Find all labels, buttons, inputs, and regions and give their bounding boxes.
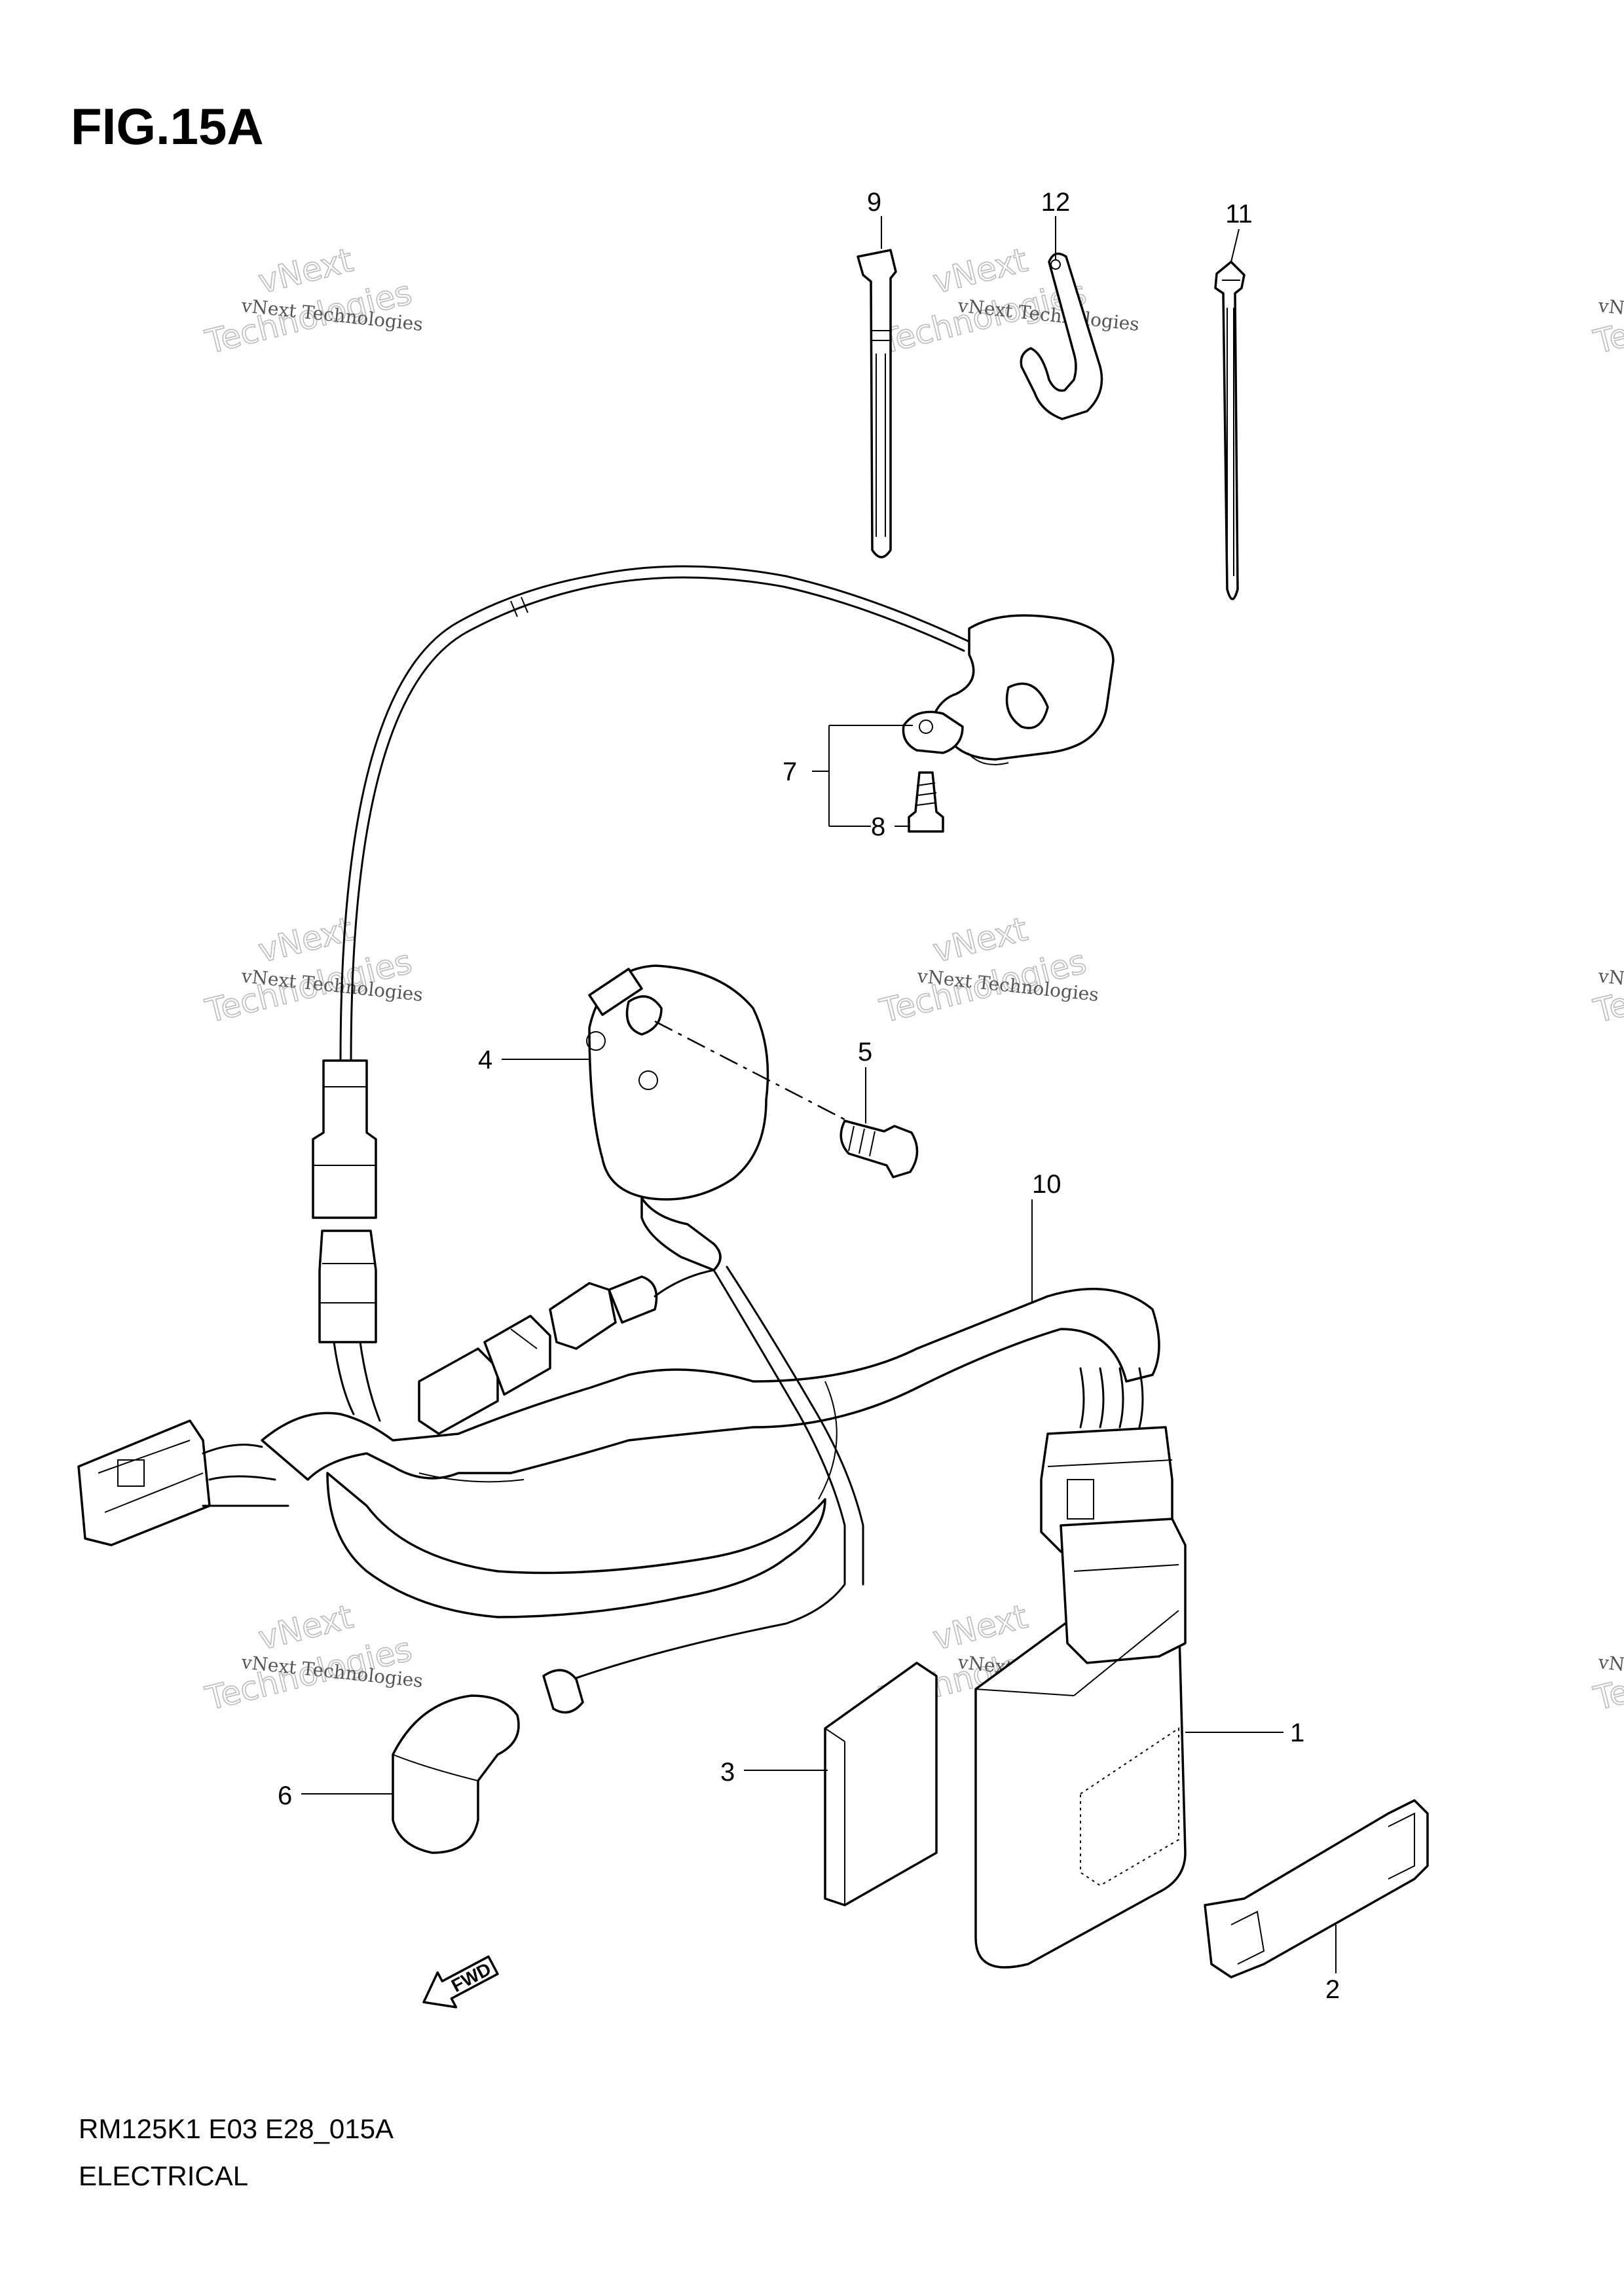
callout-7: 7 [783,757,797,786]
part-5-bolt [840,1120,919,1178]
callout-2: 2 [1325,1975,1340,2004]
callout-8: 8 [871,812,885,841]
part-12-clamp [1020,252,1103,420]
part-7-sensor-assembly [339,565,1115,1062]
callouts: 9 12 11 7 8 4 5 10 1 3 6 2 [278,188,1340,2004]
watermark-2: vNext Technologies vNext Technologies [876,240,1140,361]
figure-title: FIG.15A [71,98,264,155]
part-4-switch [586,964,845,1271]
watermark-7: vNext Technologies vNext Technologies [201,1597,424,1718]
watermark-1: vNext Technologies vNext Technologies [201,240,424,361]
fwd-direction-marker: FWD [422,1955,499,2009]
watermark-6: Technologies vNext Technologies [1589,942,1624,1031]
callout-6: 6 [278,1781,292,1810]
watermark-9: Technologies vNext Technologies [1589,1630,1624,1719]
part-8-bolt [908,771,944,833]
watermark-3: Technologies vNext Technologies [1589,273,1624,362]
part-3-pad [824,1662,938,1906]
diagram-section: ELECTRICAL [79,2160,249,2191]
callout-1: 1 [1290,1719,1304,1747]
part-11-cable-tie [1214,261,1246,600]
watermarks: vNext Technologies vNext Technologies vN… [201,240,1624,1719]
diagram-code: RM125K1 E03 E28_015A [79,2113,394,2144]
callout-11: 11 [1225,200,1253,228]
watermark-5: vNext Technologies vNext Technologies [876,909,1099,1030]
callout-3: 3 [720,1758,735,1787]
fwd-label: FWD [448,1959,494,1996]
callout-10: 10 [1032,1170,1061,1199]
part-2-mounting-band [1204,1799,1429,1978]
callout-5: 5 [858,1038,872,1066]
callout-4: 4 [478,1046,492,1074]
part-1-cdi-unit [974,1518,1187,1969]
watermark-4: vNext Technologies vNext Technologies [201,909,424,1030]
callout-9: 9 [867,188,881,217]
callout-12: 12 [1041,188,1071,217]
part-9-strap-band [857,249,897,558]
part-6-cap [392,1694,520,1854]
